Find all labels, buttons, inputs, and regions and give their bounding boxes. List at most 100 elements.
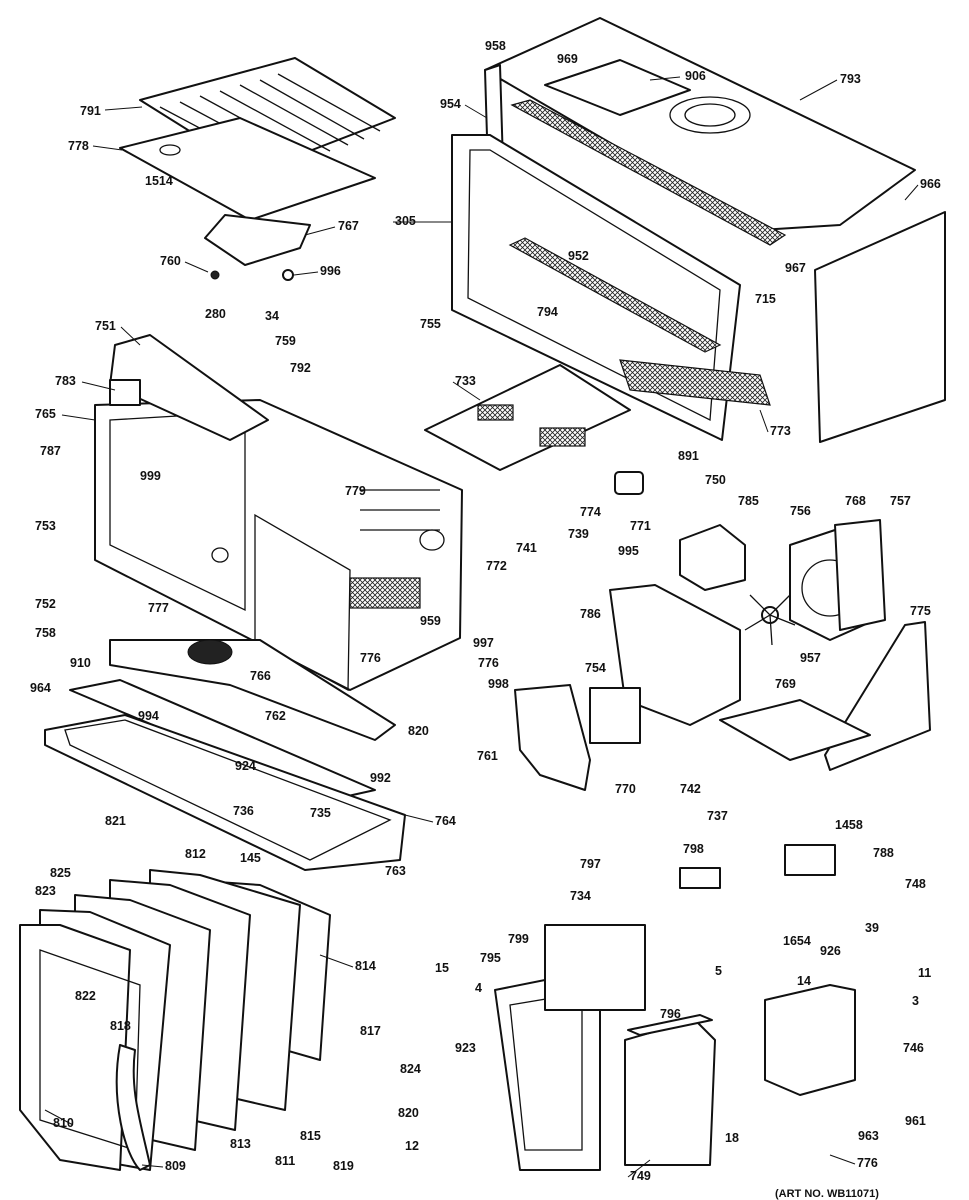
part-label: 758	[35, 626, 56, 640]
part-label: 822	[75, 989, 96, 1003]
part-label: 754	[585, 661, 606, 675]
part-label: 820	[408, 724, 429, 738]
part-label: 798	[683, 842, 704, 856]
part-label: 786	[580, 607, 601, 621]
part-label: 734	[570, 889, 591, 903]
part-label: 34	[265, 309, 279, 323]
part-label: 825	[50, 866, 71, 880]
transformer-box	[679, 524, 746, 591]
part-label: 145	[240, 851, 261, 865]
part-label: 753	[35, 519, 56, 533]
part-label: 3	[912, 994, 919, 1008]
part-label: 924	[235, 759, 256, 773]
door-assembly	[19, 869, 331, 1171]
part-label: 1654	[783, 934, 811, 948]
part-label: 305	[395, 214, 416, 228]
part-label: 774	[580, 505, 601, 519]
part-label: 999	[140, 469, 161, 483]
part-label: 756	[790, 504, 811, 518]
part-label: 813	[230, 1137, 251, 1151]
part-label: 809	[165, 1159, 186, 1173]
part-label: 799	[508, 932, 529, 946]
part-label: 770	[615, 782, 636, 796]
part-label: 736	[233, 804, 254, 818]
control-panel-board	[544, 924, 646, 1011]
switch-mounting-plate	[764, 984, 856, 1096]
part-label: 992	[370, 771, 391, 785]
fan-blade	[744, 594, 796, 646]
part-label: 995	[618, 544, 639, 558]
part-label: 788	[873, 846, 894, 860]
bottom-pan	[44, 679, 406, 871]
part-label: 14	[797, 974, 811, 988]
part-label: 793	[840, 72, 861, 86]
part-label: 776	[360, 651, 381, 665]
part-label: 926	[820, 944, 841, 958]
part-label: 910	[70, 656, 91, 670]
vent-grille-strip	[510, 99, 787, 246]
part-label: 815	[300, 1129, 321, 1143]
part-label: 15	[435, 961, 449, 975]
part-label: 996	[320, 264, 341, 278]
part-label: 772	[486, 559, 507, 573]
part-label: 749	[630, 1169, 651, 1183]
control-bar	[627, 1014, 713, 1036]
part-label: 761	[477, 749, 498, 763]
magnetron	[589, 687, 641, 744]
part-label: 4	[475, 981, 482, 995]
part-label: 824	[400, 1062, 421, 1076]
part-label: 778	[68, 139, 89, 153]
part-label: 739	[568, 527, 589, 541]
part-label: 792	[290, 361, 311, 375]
part-label: 821	[105, 814, 126, 828]
part-label: 735	[310, 806, 331, 820]
part-label: 766	[250, 669, 271, 683]
part-label: 5	[715, 964, 722, 978]
part-label: 785	[738, 494, 759, 508]
part-label: 967	[785, 261, 806, 275]
part-label: 819	[333, 1159, 354, 1173]
cabinet-base-plate	[424, 364, 631, 471]
part-label: 768	[845, 494, 866, 508]
part-label: 733	[455, 374, 476, 388]
part-label: 783	[55, 374, 76, 388]
part-label: 769	[775, 677, 796, 691]
part-label: 820	[398, 1106, 419, 1120]
waveguide	[514, 684, 591, 791]
part-label: 760	[160, 254, 181, 268]
leader-lines	[44, 76, 919, 1178]
part-label: 755	[420, 317, 441, 331]
part-label: 765	[35, 407, 56, 421]
part-label: 752	[35, 597, 56, 611]
cabinet-side-panel	[814, 211, 946, 443]
part-label: 12	[405, 1139, 419, 1153]
part-label: 964	[30, 681, 51, 695]
part-label: 18	[725, 1131, 739, 1145]
part-label: 773	[770, 424, 791, 438]
part-label: 748	[905, 877, 926, 891]
part-label: 823	[35, 884, 56, 898]
part-label: 280	[205, 307, 226, 321]
part-label: 817	[360, 1024, 381, 1038]
part-label: 715	[755, 292, 776, 306]
part-label: 777	[148, 601, 169, 615]
part-label: 757	[890, 494, 911, 508]
part-label: 775	[910, 604, 931, 618]
part-label: 959	[420, 614, 441, 628]
part-label: 961	[905, 1114, 926, 1128]
part-label: 811	[275, 1154, 295, 1168]
blower-housing	[834, 519, 886, 631]
part-label: 750	[705, 473, 726, 487]
part-label: 797	[580, 857, 601, 871]
vent-slot-bar	[508, 237, 771, 406]
base-pan	[109, 639, 396, 741]
switch-assembly	[679, 844, 836, 889]
part-label: 759	[275, 334, 296, 348]
part-label: 795	[480, 951, 501, 965]
control-bracket	[109, 334, 269, 441]
side-bracket	[824, 621, 931, 771]
part-label: 998	[488, 677, 509, 691]
tray-support-bracket	[204, 214, 311, 281]
part-label: 969	[557, 52, 578, 66]
outer-cabinet-top	[484, 17, 916, 231]
